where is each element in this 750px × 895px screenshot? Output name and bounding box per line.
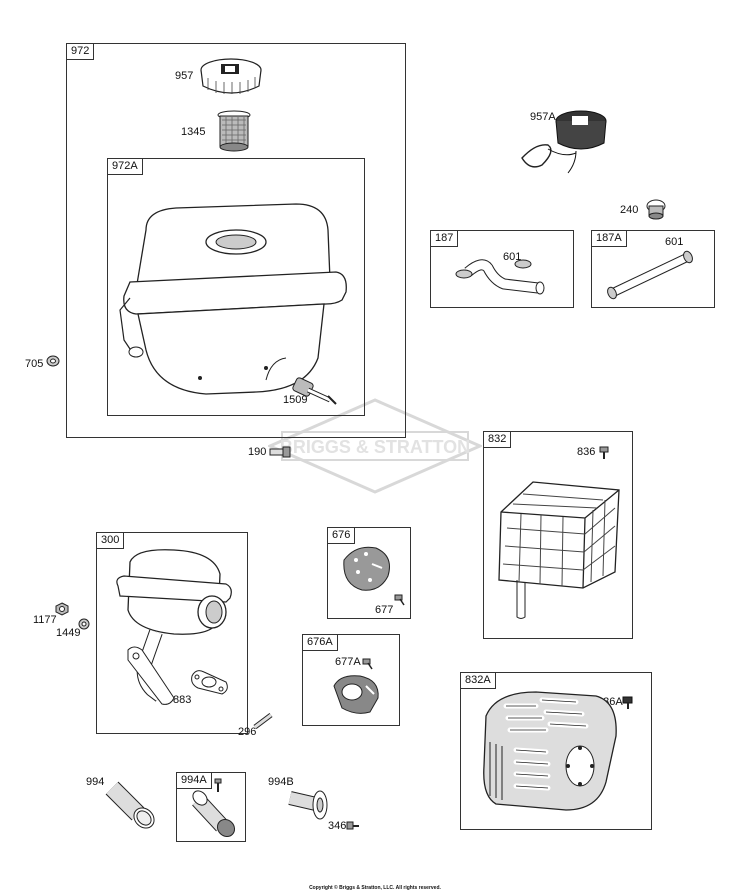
fuel-tank-icon — [119, 203, 347, 395]
group-box-972A: 972A — [107, 158, 365, 416]
callout-601-a: 601 — [503, 251, 522, 263]
callout-346: 346 — [328, 820, 347, 832]
grommet-icon — [46, 355, 60, 367]
group-tag-832A: 832A — [461, 673, 496, 689]
group-tag-972A: 972A — [108, 159, 143, 175]
callout-601-b: 601 — [665, 236, 684, 248]
fuel-line-straight-icon — [607, 250, 693, 300]
callout-296: 296 — [238, 726, 257, 738]
group-box-832A: 832A — [460, 672, 652, 830]
callout-836: 836 — [577, 446, 596, 458]
callout-957: 957 — [175, 70, 194, 82]
muffler-heat-shield-icon — [483, 691, 617, 811]
group-tag-972: 972 — [67, 44, 95, 60]
vent-valve-icon — [646, 199, 666, 220]
group-box-676: 676 — [327, 527, 411, 619]
callout-994B: 994B — [268, 776, 294, 788]
group-box-187A: 187A — [591, 230, 715, 308]
muffler-gasket-icon — [191, 670, 228, 695]
callout-240: 240 — [620, 204, 639, 216]
screw-icon-346 — [346, 821, 359, 830]
group-box-676A: 676A — [302, 634, 400, 726]
group-box-832: 832 — [483, 431, 633, 639]
callout-883: 883 — [173, 694, 192, 706]
fuel-line-icon — [455, 259, 545, 295]
callout-705: 705 — [25, 358, 44, 370]
exhaust-deflector-tube-icon — [288, 790, 328, 820]
callout-994: 994 — [86, 776, 105, 788]
callout-957A: 957A — [530, 111, 556, 123]
screw-icon — [599, 446, 609, 459]
group-box-994A: 994A — [176, 772, 246, 842]
group-tag-994A: 994A — [177, 773, 212, 789]
vented-fuel-cap-icon — [521, 110, 607, 174]
group-box-187: 187 — [430, 230, 574, 308]
spark-arrestor-deflector-icon — [333, 675, 379, 714]
screw-icon-836A — [622, 696, 633, 709]
muffler-guard-icon — [498, 481, 620, 619]
copyright-footer: Copyright © Briggs & Stratton, LLC. All … — [309, 885, 441, 891]
callout-1509: 1509 — [283, 394, 308, 406]
callout-677A: 677A — [335, 656, 361, 668]
group-tag-676: 676 — [328, 528, 356, 544]
spark-arrestor-screen-icon — [192, 778, 236, 838]
deflector-icon — [343, 546, 390, 591]
callout-1345: 1345 — [181, 126, 206, 138]
callout-1449: 1449 — [56, 627, 81, 639]
screw-icon-677 — [394, 594, 405, 606]
fuel-strainer-icon — [217, 110, 251, 152]
group-tag-187: 187 — [431, 231, 459, 247]
brand-watermark: BRIGGS & STRATTON — [268, 398, 482, 494]
callout-1177: 1177 — [33, 614, 57, 626]
group-tag-832: 832 — [484, 432, 512, 448]
watermark-text: BRIGGS & STRATTON — [280, 437, 470, 457]
callout-677: 677 — [375, 604, 394, 616]
bolt-icon — [269, 446, 291, 458]
fuel-cap-icon — [200, 58, 262, 94]
callout-190: 190 — [248, 446, 267, 458]
group-tag-676A: 676A — [303, 635, 338, 651]
nut-icon — [55, 602, 69, 616]
group-box-972: 972 — [66, 43, 406, 438]
group-tag-300: 300 — [97, 533, 125, 549]
stud-icon — [253, 713, 273, 729]
muffler-icon — [116, 549, 232, 705]
group-box-300: 300 — [96, 532, 248, 734]
spark-arrestor-icon — [105, 781, 155, 829]
fuel-valve-icon — [292, 377, 337, 405]
group-tag-187A: 187A — [592, 231, 627, 247]
washer-icon — [78, 618, 90, 630]
screw-icon-677A — [362, 658, 373, 670]
